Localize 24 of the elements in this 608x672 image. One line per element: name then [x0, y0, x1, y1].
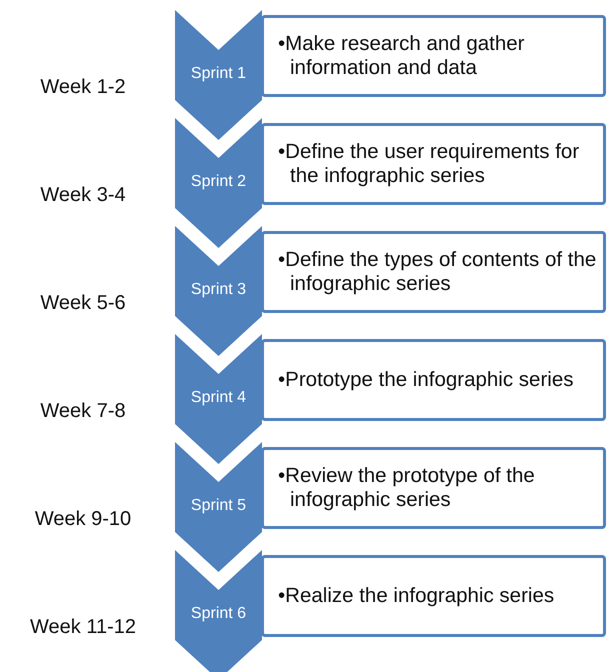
sprint-label: Sprint 4: [190, 389, 248, 407]
task-text: •Make research and gather information and data: [278, 32, 526, 80]
week-label: Week 5-6: [39, 292, 127, 315]
task-text: •Define the user requirements for the infographic series: [278, 140, 580, 188]
week-label: Week 3-4: [39, 184, 127, 207]
week-label: Week 11-12: [29, 616, 137, 639]
task-box: [261, 15, 606, 97]
task-box: [261, 123, 606, 205]
task-box: [261, 231, 606, 313]
sprint-label: Sprint 6: [190, 605, 248, 623]
week-label: Week 9-10: [34, 508, 132, 531]
task-box: [261, 447, 606, 529]
task-box: [261, 339, 606, 421]
task-text: •Realize the infographic series: [278, 584, 554, 608]
task-box: [261, 555, 606, 637]
week-label: Week 7-8: [39, 400, 127, 423]
task-text: •Prototype the infographic series: [278, 368, 574, 392]
task-text: •Define the types of contents of the infographic series: [278, 248, 597, 296]
sprint-label: Sprint 3: [190, 281, 248, 299]
sprint-label: Sprint 1: [190, 65, 248, 83]
sprint-label: Sprint 5: [190, 497, 248, 515]
sprint-label: Sprint 2: [190, 173, 248, 191]
week-label: Week 1-2: [39, 76, 127, 99]
task-text: •Review the prototype of the infographic series: [278, 464, 536, 512]
